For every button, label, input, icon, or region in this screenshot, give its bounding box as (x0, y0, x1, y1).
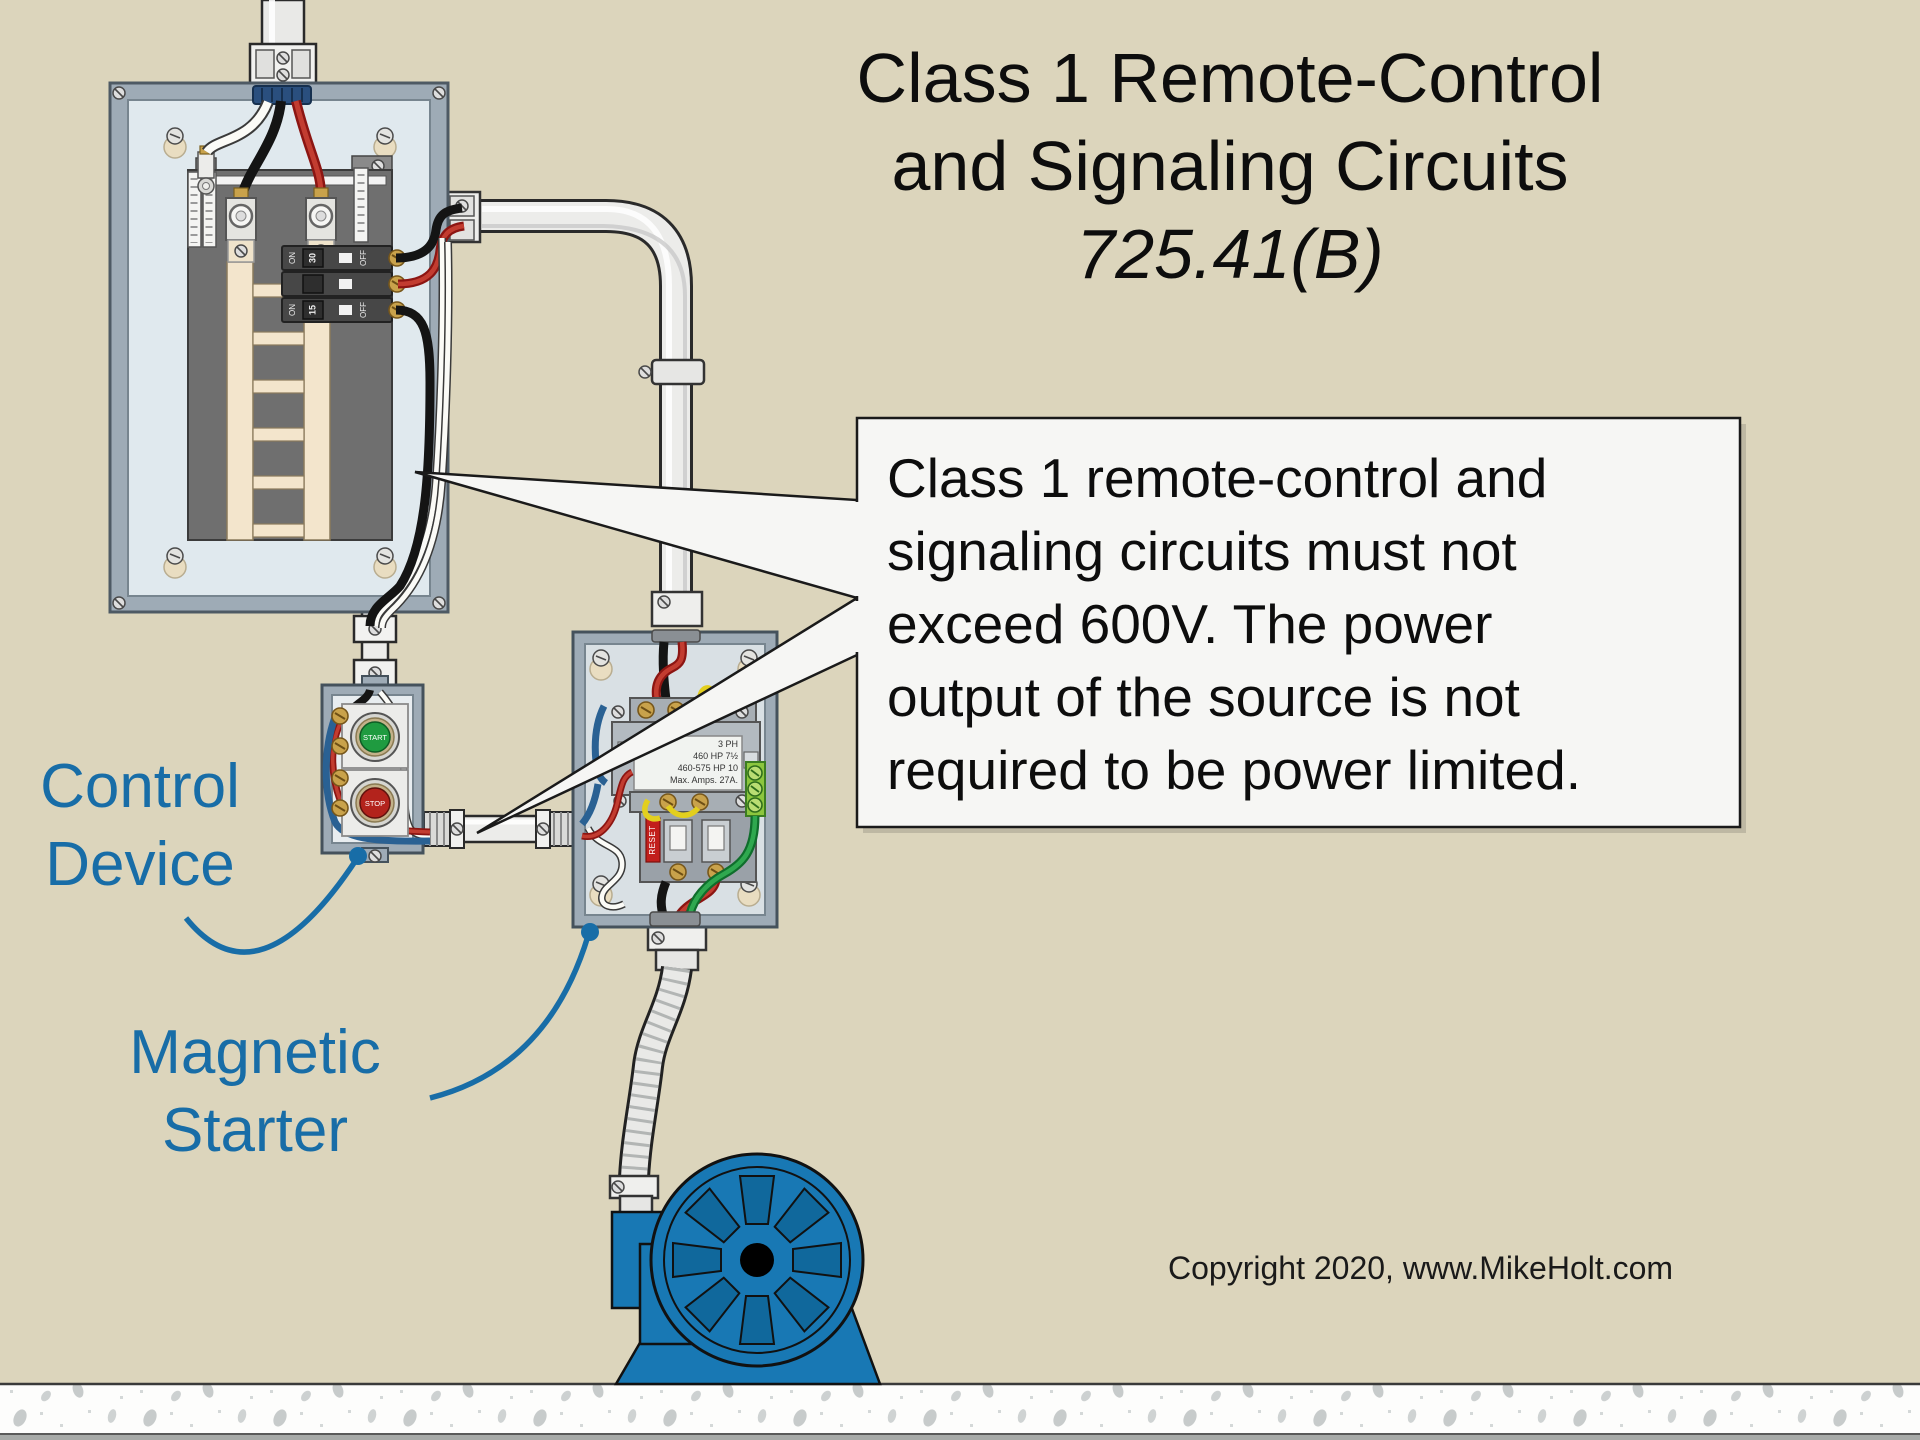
nameplate-line: 460-575 HP 10 (678, 763, 738, 773)
breaker-pole2 (281, 271, 406, 297)
control-device-leader-dot (349, 847, 367, 865)
concrete-floor (0, 1382, 1920, 1440)
title-line-2: and Signaling Circuits (891, 127, 1569, 205)
breaker-on-label: ON (288, 252, 297, 264)
label-leaders (183, 847, 599, 1101)
callout-text: Class 1 remote-control and signaling cir… (857, 418, 1740, 827)
circuit-breakers: ON 30 OFF ON 15 OFF (281, 245, 406, 323)
callout-line: exceed 600V. The power (887, 593, 1493, 655)
control-device-label-line1: Control (40, 752, 240, 821)
control-device-label: Control Device (10, 748, 270, 904)
breaker-15a: ON 15 OFF (281, 297, 406, 323)
reset-label: RESET (648, 825, 657, 854)
breaker-30a: ON 30 OFF (281, 245, 406, 271)
nameplate-line: 3 PH (718, 739, 738, 749)
panel-branch-wires (365, 203, 465, 629)
title-line-1: Class 1 Remote-Control (856, 39, 1604, 117)
black-wire (238, 100, 286, 194)
panel-to-starter-conduit (442, 190, 706, 628)
breaker-amps: 30 (307, 253, 317, 263)
magnetic-starter-leader-dot (581, 923, 599, 941)
magnetic-starter-label-line2: Starter (161, 1096, 349, 1165)
control-device-label-line2: Device (45, 830, 235, 899)
copyright-notice: Copyright 2020, www.MikeHolt.com (1168, 1250, 1674, 1286)
stop-button[interactable]: STOP (350, 778, 400, 828)
breaker-off-label: OFF (359, 302, 368, 318)
magnetic-starter-leader (429, 935, 591, 1101)
control-to-starter-conduit (423, 809, 577, 849)
callout-line: signaling circuits must not (887, 520, 1517, 582)
threaded-fitting (535, 809, 577, 849)
panel-feed-wires (201, 99, 326, 194)
stop-button-label: STOP (365, 799, 385, 808)
control-device-leader (183, 858, 359, 955)
motor-vents (672, 1175, 842, 1345)
control-device-box: START STOP (320, 675, 431, 863)
callout-line: output of the source is not (887, 666, 1520, 728)
start-button-label: START (363, 733, 387, 742)
overload-relay: RESET (639, 811, 757, 883)
ground-terminal-block (745, 761, 766, 817)
slide-title: Class 1 Remote-Control and Signaling Cir… (800, 34, 1660, 298)
breaker-amps: 15 (307, 305, 317, 315)
panelboard: ON 30 OFF ON 15 OFF (108, 81, 465, 629)
callout-box (855, 416, 1742, 829)
motor-shaft-hub (740, 1243, 774, 1277)
callout-line: Class 1 remote-control and (887, 447, 1548, 509)
neutral-terminal-strips (187, 145, 369, 248)
start-button[interactable]: START (350, 712, 400, 762)
nameplate-line: 460 HP 7½ (693, 751, 738, 761)
callout-bubble (414, 416, 1746, 835)
breaker-off-label: OFF (359, 250, 368, 266)
starter-wires-bottom (579, 768, 760, 920)
nameplate-line: Max. Amps. 27A. (670, 775, 738, 785)
magnetic-starter-label: Magnetic Starter (95, 1014, 415, 1170)
breaker-on-label: ON (288, 304, 297, 316)
title-code-reference: 725.41(B) (1076, 215, 1384, 293)
magnetic-starter-label-line1: Magnetic (129, 1018, 381, 1087)
callout-line: required to be power limited. (887, 739, 1581, 801)
motor (610, 1152, 882, 1386)
conduit-strap (638, 358, 706, 386)
